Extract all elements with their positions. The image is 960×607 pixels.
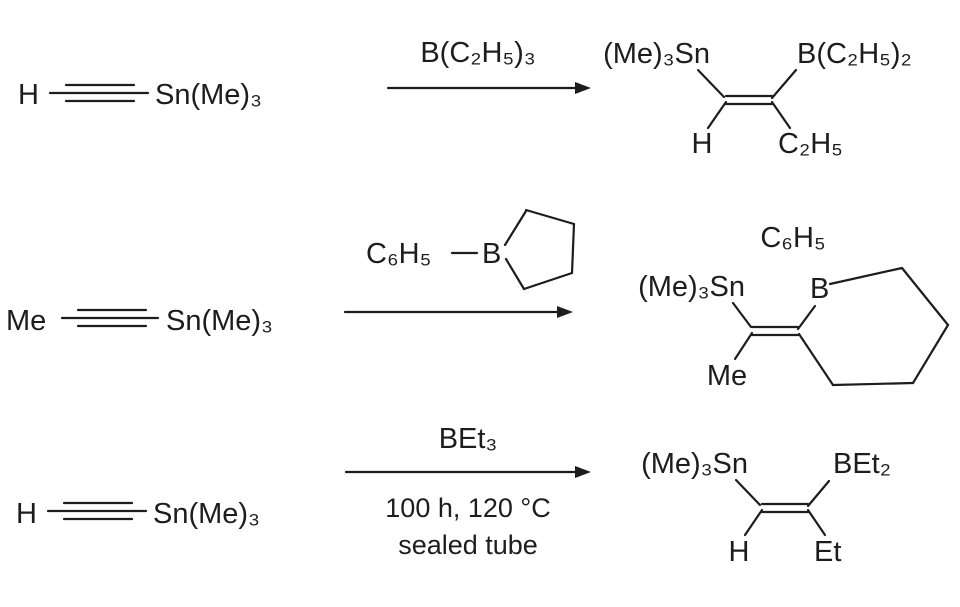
reaction-arrow-1 [386,82,591,94]
reactant-1: H Sn(Me)₃ [18,79,262,111]
bond-c1-h [706,100,728,130]
product3-stannyl-label: (Me)₃Sn [641,448,748,480]
bond-c2-ethyl [806,508,827,537]
bond-c2-b [796,304,817,331]
reactant2-stannyl-label: Sn(Me)₃ [166,305,273,337]
reaction-arrow-2 [343,306,573,318]
product2-boron-label: B [810,273,829,305]
reaction-3: H Sn(Me)₃ BEt₃ 100 h, 120 °C sealed tube… [16,423,891,568]
reagent1-label: B(C₂H₅)₃ [420,37,535,69]
ring-bond [797,332,835,387]
ring-bond [570,222,576,275]
reaction-2: Me Sn(Me)₃ C₆H₅ B [6,208,950,392]
product1-boryl-label: B(C₂H₅)₂ [797,38,912,70]
reactant-3: H Sn(Me)₃ [16,498,260,530]
ring-bond [900,266,950,327]
reagent3-label: BEt₃ [439,423,498,455]
bond-c1-methyl [733,331,754,361]
product2-stannyl-label: (Me)₃Sn [638,271,745,303]
ring-bond [522,271,574,291]
ring-bond [503,209,528,247]
conditions-line-2: sealed tube [398,530,538,560]
reactant-2: Me Sn(Me)₃ [6,305,273,337]
bond-c1-h [743,508,764,537]
triple-bond [60,308,160,328]
product3-boryl-label: BEt₂ [833,448,891,480]
reactant3-stannyl-label: Sn(Me)₃ [153,498,260,530]
product2-phenyl-label: C₆H₅ [760,222,825,254]
double-bond [760,502,810,514]
arrowhead [575,466,591,478]
arrowhead [557,306,573,318]
reagent2-boron-label: B [482,238,501,270]
reactant1-stannyl-label: Sn(Me)₃ [155,79,262,111]
conditions-line-1: 100 h, 120 °C [385,493,550,523]
ring-bond [911,323,950,385]
reaction-1: H Sn(Me)₃ B(C₂H₅)₃ (Me)₃Sn B(C₂H₅)₂ [18,37,912,160]
product-2: (Me)₃Sn C₆H₅ B Me [638,222,950,392]
borinane-ring [797,266,950,387]
bond-c2-ethyl [770,100,792,130]
ring-bond [831,381,915,387]
reagent-2-phenylborolane: C₆H₅ B [366,208,576,291]
ring-bond [524,208,576,226]
product1-stannyl-label: (Me)₃Sn [603,38,710,70]
arrowhead [575,82,591,94]
borolane-ring [503,208,576,291]
ring-bond [828,266,904,286]
product-3: (Me)₃Sn BEt₂ H Et [641,448,891,568]
reagent2-phenyl-label: C₆H₅ [366,238,431,270]
bond-c2-b [806,479,831,508]
double-bond [724,94,774,106]
bond-sn-c1 [731,301,753,329]
bond-c2-b [770,68,798,100]
bond-sn-c1 [734,478,762,507]
product3-h-label: H [729,536,750,568]
product1-h-label: H [692,128,713,160]
product1-ethyl-label: C₂H₅ [778,128,843,160]
reactant1-h-label: H [18,79,39,111]
reactant3-h-label: H [16,498,37,530]
product2-methyl-label: Me [707,360,747,392]
reactant2-methyl-label: Me [6,305,46,337]
triple-bond [48,83,150,103]
double-bond [750,325,800,337]
bond-sn-c1 [696,68,726,99]
reaction-arrow-3 [344,466,591,478]
product3-ethyl-label: Et [814,536,841,568]
ring-bond [504,257,526,291]
product-1: (Me)₃Sn B(C₂H₅)₂ H C₂H₅ [603,38,912,160]
triple-bond [46,501,148,521]
